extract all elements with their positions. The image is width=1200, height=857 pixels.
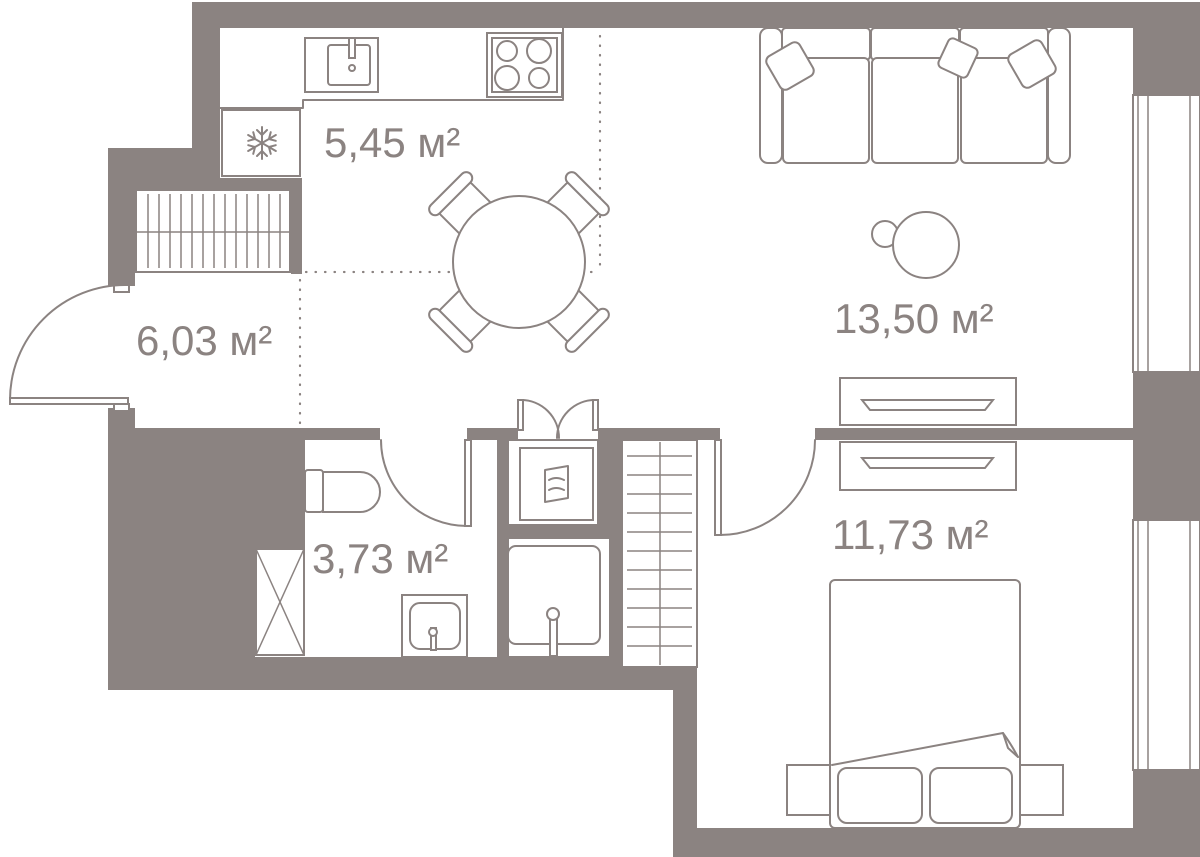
area-labels: 5,45 м² 6,03 м² 13,50 м² 3,73 м² 11,73 м… <box>136 119 994 582</box>
door-swing <box>9 284 126 401</box>
side-table <box>871 211 960 279</box>
bed-frame <box>829 579 1021 829</box>
sofa-seat-cushion <box>871 57 959 164</box>
wall-shower-right <box>610 428 622 667</box>
wall-top <box>192 2 1200 28</box>
wall-closet-right <box>598 428 610 540</box>
sofa <box>759 27 1071 164</box>
wall-right-top <box>1133 2 1200 95</box>
door-leaf <box>714 439 722 536</box>
sofa-armrest <box>1047 27 1071 164</box>
door-swing <box>719 439 816 536</box>
dresser-handle <box>859 457 996 469</box>
dresser-handle <box>859 399 996 411</box>
chair <box>428 171 493 236</box>
bed-pillow <box>837 767 923 824</box>
bed <box>786 579 1064 829</box>
blanket-fold <box>1002 732 1019 758</box>
wall-wardrobe-top <box>598 428 720 440</box>
wall-right-bottom <box>1133 770 1200 830</box>
sofa-seat-cushion <box>782 57 870 164</box>
window-upper <box>1132 94 1200 373</box>
area-label-living-room: 13,50 м² <box>834 295 994 342</box>
stove <box>486 32 563 98</box>
bedroom-door <box>714 439 816 536</box>
kitchen <box>219 27 564 177</box>
walls <box>108 2 1200 857</box>
bathroom <box>255 439 611 658</box>
wall-living-bedroom <box>815 428 1133 440</box>
bathroom-door <box>380 439 472 527</box>
door-leaf <box>9 397 129 405</box>
dining-set <box>428 171 610 353</box>
laundry-closet <box>507 399 599 526</box>
fridge <box>221 109 301 177</box>
door-leaf <box>464 439 472 527</box>
washbasin <box>401 594 468 658</box>
chair <box>545 288 610 353</box>
area-label-bedroom: 11,73 м² <box>832 511 989 558</box>
closet-double-door <box>517 399 599 439</box>
dresser <box>839 377 1017 491</box>
utility-shaft <box>255 548 305 656</box>
shower <box>507 537 611 658</box>
window-lower <box>1132 519 1200 771</box>
sink <box>304 37 379 93</box>
wall-lower <box>108 408 1200 857</box>
sofa-armrest <box>759 27 783 164</box>
wall-upper-left <box>108 2 302 286</box>
zone-dividers <box>298 34 602 426</box>
wall-right-middle <box>1133 372 1200 520</box>
bed-pillow <box>929 767 1013 824</box>
wall-bathroom-right <box>497 428 508 657</box>
area-label-kitchen: 5,45 м² <box>324 119 460 166</box>
door-jamb <box>113 403 130 412</box>
door-swing <box>380 439 468 527</box>
entrance-door <box>9 284 130 412</box>
wall-bathroom-top-right <box>467 428 518 440</box>
wall-closet-bottom <box>497 525 610 538</box>
toilet <box>304 469 381 513</box>
sofa-pillow <box>765 41 815 91</box>
sofa-pillow <box>1007 39 1057 89</box>
snowflake-icon <box>247 126 277 160</box>
washing-machine <box>519 447 594 521</box>
wardrobe <box>621 439 698 668</box>
area-label-hallway: 6,03 м² <box>136 317 272 364</box>
area-label-bathroom: 3,73 м² <box>312 535 448 582</box>
sofa-pillow <box>937 37 979 79</box>
dining-table <box>452 195 586 329</box>
hallway-closet <box>135 189 291 273</box>
